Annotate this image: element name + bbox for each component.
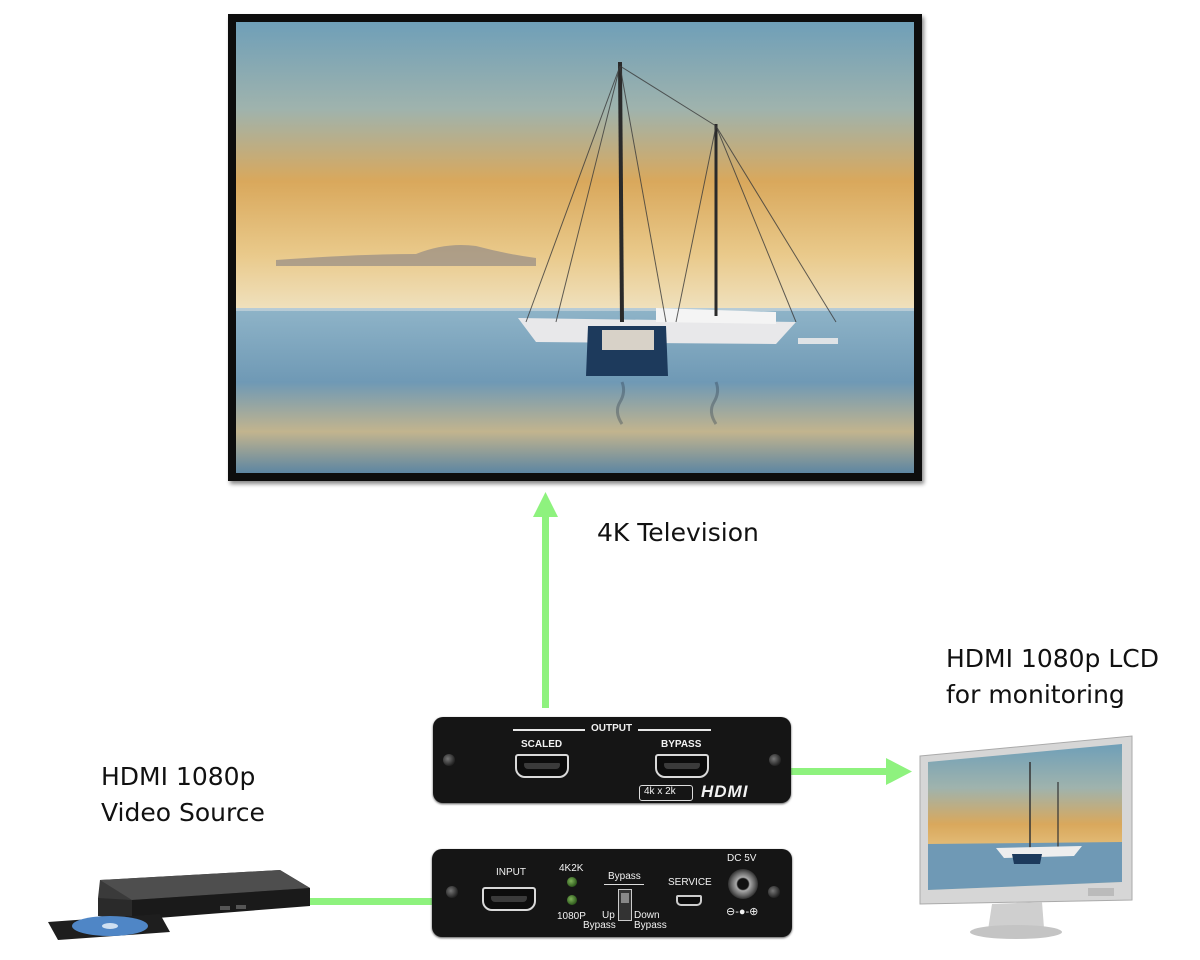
- source-label-line2: Video Source: [101, 796, 265, 830]
- screw-icon: [446, 886, 458, 898]
- 4k2k-badge-text: 4k x 2k: [644, 786, 676, 797]
- screw-icon: [768, 886, 780, 898]
- 4k2k-led-label: 4K2K: [559, 863, 583, 874]
- switch-bypass-top-label: Bypass: [608, 871, 641, 882]
- lcd-monitor: [912, 732, 1138, 942]
- lcd-label-line1: HDMI 1080p LCD: [946, 642, 1159, 676]
- bypass-label: BYPASS: [661, 739, 701, 750]
- screw-icon: [443, 754, 455, 766]
- arrow-to-tv: [542, 510, 549, 708]
- service-label: SERVICE: [668, 877, 712, 888]
- polarity-symbol-icon: ⊖-●-⊕: [726, 905, 758, 918]
- blu-ray-player: [40, 860, 320, 950]
- 1080p-led-label: 1080P: [557, 911, 586, 922]
- input-label: INPUT: [496, 867, 526, 878]
- scaled-hdmi-port[interactable]: [515, 754, 569, 778]
- arrow-to-lcd-head: [886, 758, 912, 785]
- dc-label: DC 5V: [727, 853, 756, 864]
- 4k2k-led-indicator: [567, 877, 577, 887]
- switch-down-bypass-label: Bypass: [634, 920, 667, 931]
- 1080p-led-indicator: [567, 895, 577, 905]
- switch-bracket: [604, 884, 644, 885]
- switch-up-bypass-label: Bypass: [583, 920, 616, 931]
- scaled-label: SCALED: [521, 739, 562, 750]
- bypass-hdmi-port[interactable]: [655, 754, 709, 778]
- dc-power-jack[interactable]: [728, 869, 758, 899]
- arrow-to-tv-head: [533, 492, 558, 517]
- lcd-label-line2: for monitoring: [946, 678, 1125, 712]
- screw-icon: [769, 754, 781, 766]
- source-label-line1: HDMI 1080p: [101, 760, 255, 794]
- output-panel: OUTPUT SCALED BYPASS 4k x 2k HDMI: [433, 717, 791, 803]
- hdmi-logo: HDMI: [701, 782, 748, 802]
- input-panel: INPUT 4K2K 1080P Bypass Up Bypass Down B…: [432, 849, 792, 937]
- tv-label: 4K Television: [597, 516, 759, 550]
- output-title: OUTPUT: [585, 723, 638, 734]
- mode-switch-knob: [621, 893, 629, 903]
- service-usb-port[interactable]: [676, 895, 702, 906]
- input-hdmi-port[interactable]: [482, 887, 536, 911]
